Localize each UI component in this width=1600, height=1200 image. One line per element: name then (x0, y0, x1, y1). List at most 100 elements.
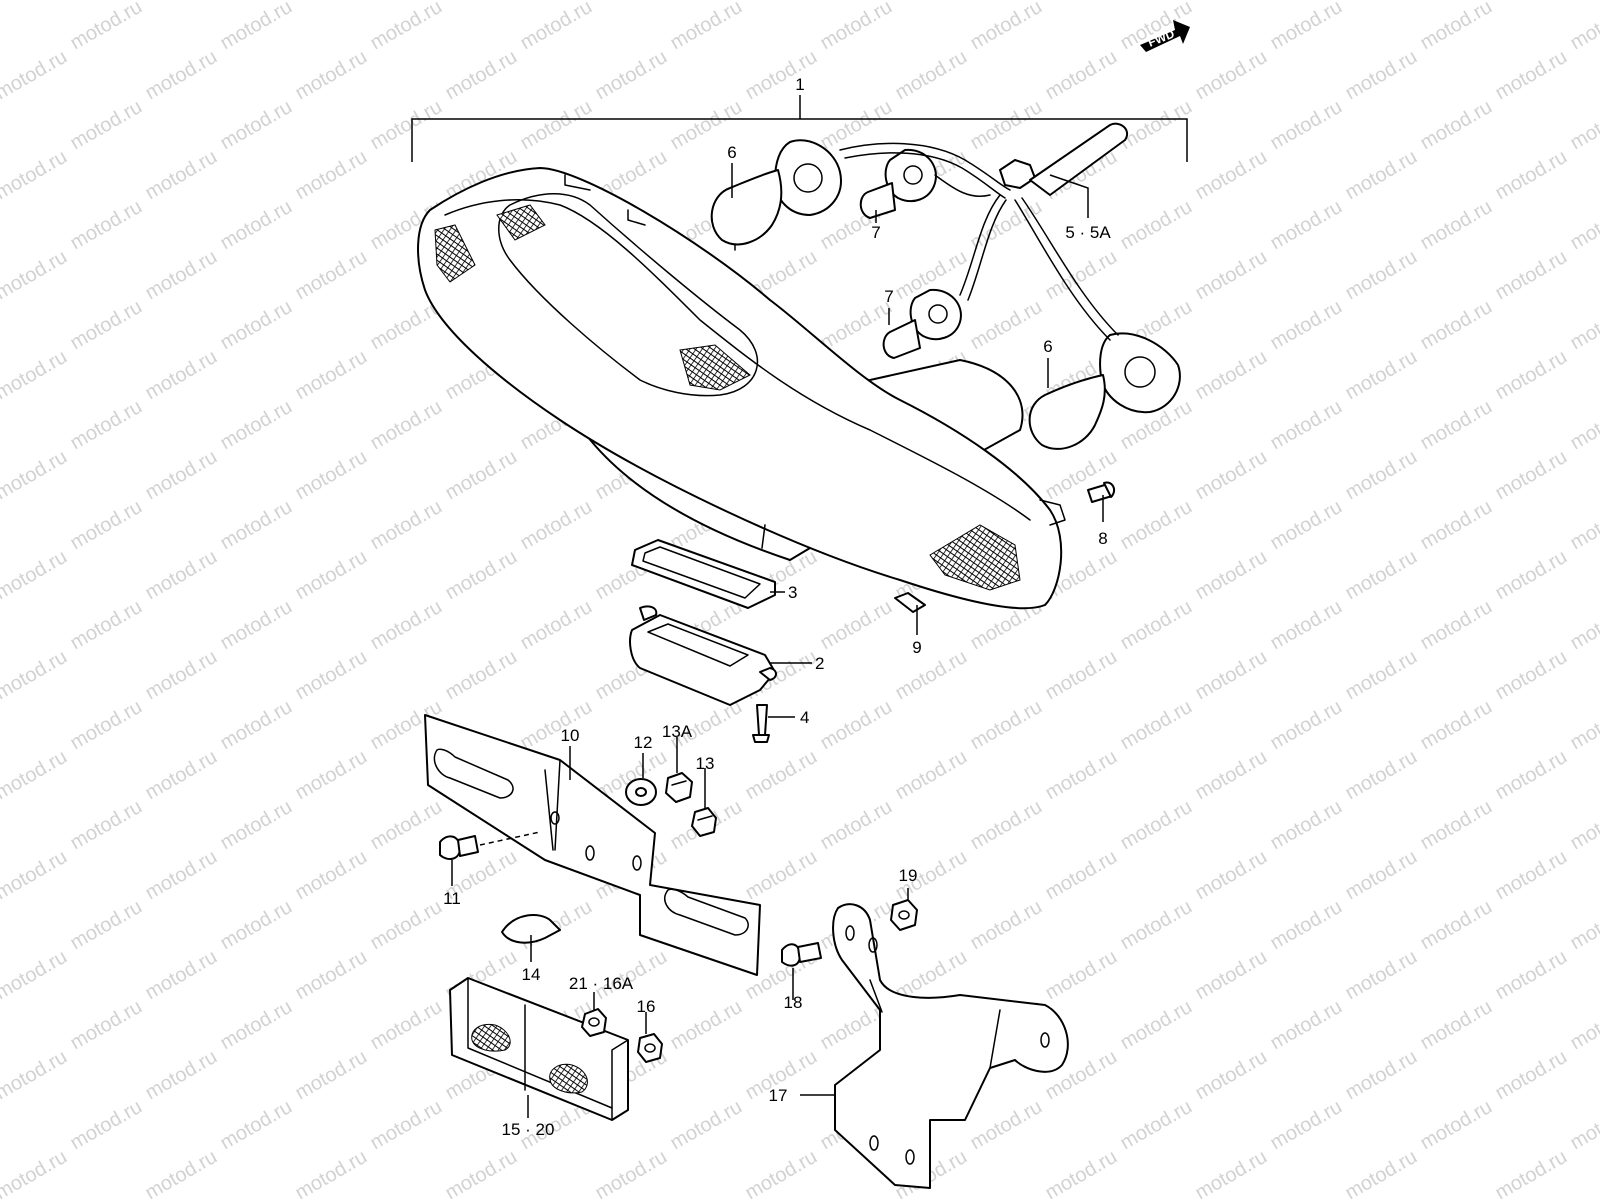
watermark-text: motod.ru (1417, 996, 1496, 1055)
watermark-text: motod.ru (517, 496, 596, 555)
watermark-text: motod.ru (817, 796, 896, 855)
watermark-text: motod.ru (1267, 296, 1346, 355)
watermark-text: motod.ru (442, 1146, 521, 1200)
watermark-text: motod.ru (0, 0, 71, 4)
watermark-text: motod.ru (0, 746, 71, 805)
watermark-text: motod.ru (1042, 646, 1121, 705)
watermark-text: motod.ru (367, 996, 446, 1055)
watermark-text: motod.ru (367, 96, 446, 155)
watermark-text: motod.ru (817, 0, 896, 54)
watermark-text: motod.ru (67, 0, 146, 54)
watermark-text: motod.ru (217, 496, 296, 555)
watermark-text: motod.ru (67, 796, 146, 855)
watermark-text: motod.ru (142, 946, 221, 1005)
watermark-text: motod.ru (1042, 946, 1121, 1005)
watermark-text: motod.ru (1342, 46, 1421, 105)
watermark-text: motod.ru (1192, 1146, 1271, 1200)
watermark-text: motod.ru (592, 46, 671, 105)
clip-nut-9-icon (894, 592, 926, 613)
watermark-text: motod.ru (142, 546, 221, 605)
watermark-text: motod.ru (217, 796, 296, 855)
watermark-text: motod.ru (217, 596, 296, 655)
watermark-text: motod.ru (967, 296, 1046, 355)
watermark-text: motod.ru (1567, 1096, 1600, 1155)
watermark-text: motod.ru (1117, 1196, 1196, 1200)
watermark-text: motod.ru (1342, 346, 1421, 405)
callout-2: 2 (815, 654, 824, 673)
watermark-text: motod.ru (1267, 996, 1346, 1055)
watermark-text: motod.ru (742, 1146, 821, 1200)
watermark-text: motod.ru (517, 0, 596, 54)
watermark-text: motod.ru (1192, 646, 1271, 705)
watermark-text: motod.ru (1042, 746, 1121, 805)
watermark-text: motod.ru (1567, 1196, 1600, 1200)
watermark-text: motod.ru (1492, 646, 1571, 705)
watermark-text: motod.ru (892, 646, 971, 705)
watermark-text: motod.ru (1267, 0, 1346, 54)
watermark-text: motod.ru (1417, 296, 1496, 355)
watermark-text: motod.ru (817, 1196, 896, 1200)
watermark-text: motod.ru (1042, 46, 1121, 105)
watermark-text: motod.ru (1267, 496, 1346, 555)
watermark-text: motod.ru (217, 1196, 296, 1200)
watermark-text: motod.ru (1567, 396, 1600, 455)
watermark-text: motod.ru (1567, 796, 1600, 855)
watermark-text: motod.ru (1117, 1096, 1196, 1155)
watermark-text: motod.ru (292, 646, 371, 705)
watermark-text: motod.ru (0, 46, 71, 105)
watermark-text: motod.ru (1117, 596, 1196, 655)
watermark-text: motod.ru (367, 596, 446, 655)
tail-lamp-housing (417, 167, 1066, 610)
watermark-text: motod.ru (292, 846, 371, 905)
watermark-text: motod.ru (367, 796, 446, 855)
nut-13-icon (691, 807, 717, 837)
watermark-text: motod.ru (517, 96, 596, 155)
callout-14: 14 (522, 965, 541, 984)
leader-lines (451, 163, 1104, 1118)
watermark-text: motod.ru (817, 596, 896, 655)
watermark-text: motod.ru (217, 0, 296, 54)
watermark-text: motod.ru (67, 396, 146, 455)
watermark-text: motod.ru (292, 1146, 371, 1200)
watermark-text: motod.ru (1267, 96, 1346, 155)
watermark-text: motod.ru (367, 0, 446, 54)
watermark-text: motod.ru (442, 446, 521, 505)
watermark-text: motod.ru (1567, 696, 1600, 755)
watermark-text: motod.ru (1342, 446, 1421, 505)
watermark-text: motod.ru (1342, 746, 1421, 805)
screw-8-icon (1087, 481, 1115, 503)
watermark-text: motod.ru (1567, 496, 1600, 555)
callout-16: 16 (637, 997, 656, 1016)
watermark-text: motod.ru (142, 146, 221, 205)
watermark-text: motod.ru (667, 996, 746, 1055)
callout-18: 18 (784, 993, 803, 1012)
watermark-text: motod.ru (1192, 746, 1271, 805)
callout-13: 13 (696, 754, 715, 773)
watermark-text: motod.ru (292, 546, 371, 605)
watermark-text: motod.ru (1417, 696, 1496, 755)
watermark-text: motod.ru (1492, 746, 1571, 805)
callouts: 1 6 7 5 · 5A 7 6 8 3 9 2 4 10 13A 12 13 … (443, 75, 1111, 1139)
watermark-text: motod.ru (967, 1096, 1046, 1155)
callout-7-lower: 7 (884, 287, 893, 306)
watermark-text: motod.ru (967, 96, 1046, 155)
watermark-text: motod.ru (217, 96, 296, 155)
watermark-text: motod.ru (1042, 0, 1121, 4)
nut-16-icon (637, 1033, 663, 1063)
watermark-text: motod.ru (142, 646, 221, 705)
watermark-text: motod.ru (1342, 1146, 1421, 1200)
watermark-text: motod.ru (367, 896, 446, 955)
watermark-text: motod.ru (1492, 1046, 1571, 1105)
watermark-text: motod.ru (1192, 446, 1271, 505)
watermark-text: motod.ru (67, 1096, 146, 1155)
watermark-text: motod.ru (1417, 96, 1496, 155)
watermark-text: motod.ru (367, 496, 446, 555)
reflector-clip-14 (501, 914, 561, 944)
watermark-text: motod.ru (1417, 896, 1496, 955)
callout-8: 8 (1098, 529, 1107, 548)
watermark-text: motod.ru (1567, 996, 1600, 1055)
watermark-text: motod.ru (292, 446, 371, 505)
watermark-text: motod.ru (142, 1146, 221, 1200)
watermark-text: motod.ru (1267, 196, 1346, 255)
watermark-text: motod.ru (517, 696, 596, 755)
